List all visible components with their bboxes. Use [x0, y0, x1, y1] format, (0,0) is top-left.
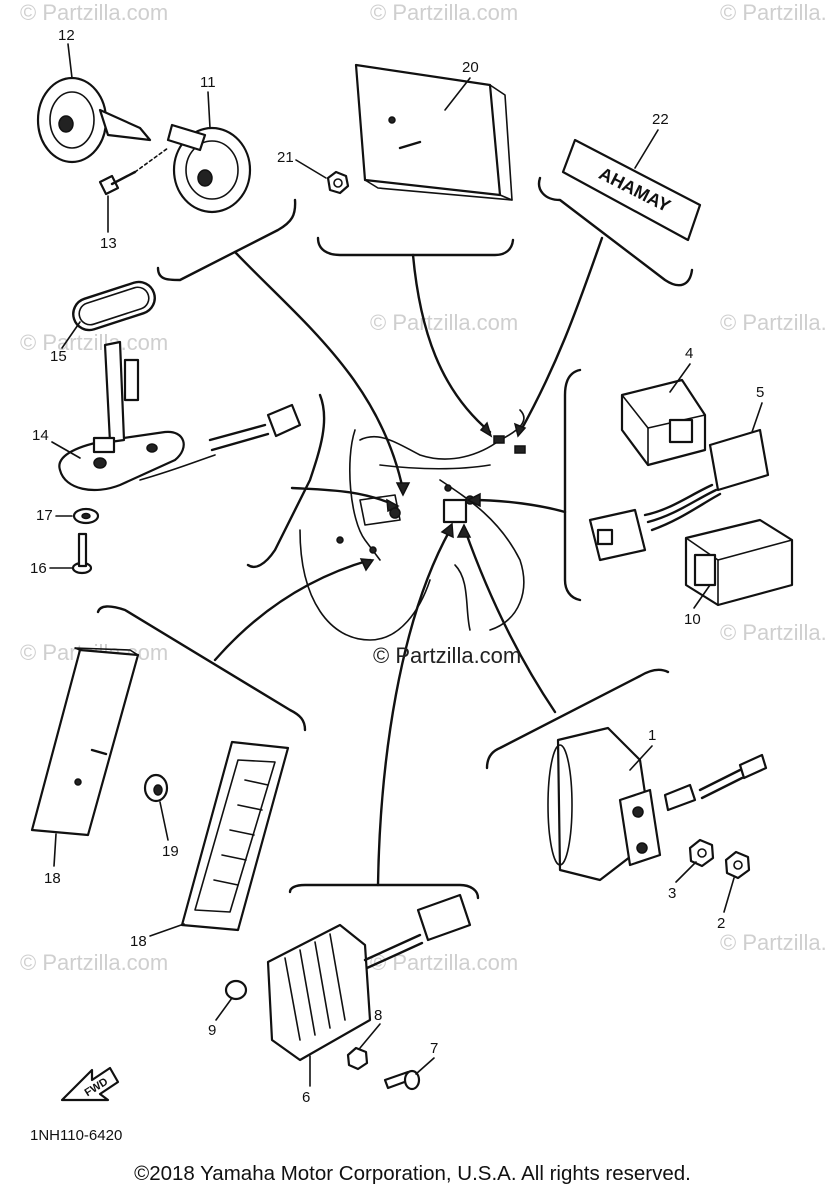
callout: 21 — [277, 149, 294, 166]
callout: 7 — [430, 1040, 438, 1057]
diagram-code: 1NH110-6420 — [30, 1127, 122, 1144]
callout: 11 — [200, 74, 216, 91]
callout: 5 — [756, 384, 764, 401]
callout: 6 — [302, 1089, 310, 1106]
watermarks: © Partzilla.com © Partzilla.com © Partzi… — [20, 0, 825, 975]
relay-10[interactable] — [684, 518, 794, 607]
gasket-15[interactable] — [69, 278, 159, 334]
copyright-notice: ©2018 Yamaha Motor Corporation, U.S.A. A… — [134, 1162, 691, 1185]
callout: 16 — [30, 560, 47, 577]
reflector-20[interactable] — [354, 63, 513, 201]
nut-3[interactable] — [688, 838, 715, 868]
forward-arrow-icon: FWD — [60, 1066, 120, 1102]
callout-leaders — [49, 43, 763, 1087]
watermark: © Partzilla.com — [370, 310, 518, 335]
arrowheads — [359, 421, 527, 572]
callout: 1 — [648, 727, 656, 744]
bolt-7[interactable] — [383, 1069, 421, 1091]
callout: 12 — [58, 27, 75, 44]
callout: 20 — [462, 59, 479, 76]
callout: 19 — [162, 843, 179, 860]
watermark: © Partzilla.com — [720, 930, 825, 955]
nut-8[interactable] — [346, 1046, 369, 1071]
watermark: © Partzilla.com — [720, 310, 825, 335]
nut-2[interactable] — [724, 850, 751, 880]
reflector-18-left[interactable] — [30, 647, 140, 837]
callout: 13 — [100, 235, 117, 252]
callout: 18 — [130, 933, 147, 950]
horn-11[interactable] — [166, 123, 252, 214]
callout: 8 — [374, 1007, 382, 1024]
group-brackets — [96, 176, 694, 900]
watermark: © Partzilla.com — [20, 330, 168, 355]
callout: 10 — [684, 611, 701, 628]
nut-21[interactable] — [326, 170, 350, 195]
fuel-sender-14[interactable] — [58, 340, 302, 492]
rectifier-6[interactable] — [266, 893, 472, 1062]
center-watermark: © Partzilla.com — [373, 643, 521, 668]
callout: 4 — [685, 345, 693, 362]
screw-16[interactable] — [71, 532, 93, 575]
connector-5[interactable] — [588, 428, 770, 562]
callout: 22 — [652, 111, 669, 128]
washer-17[interactable] — [72, 507, 100, 525]
callout: 14 — [32, 427, 49, 444]
callouts: 12 11 13 21 20 22 15 14 17 16 4 5 10 1 3… — [30, 27, 764, 1106]
motorcycle-outline — [299, 409, 526, 641]
starter-relay-1[interactable] — [547, 726, 768, 882]
relay-4[interactable] — [620, 378, 707, 467]
watermark: © Partzilla.com — [720, 0, 825, 25]
reflector-18-right[interactable] — [180, 740, 290, 932]
callout: 17 — [36, 507, 53, 524]
watermark: © Partzilla.com — [20, 0, 168, 25]
watermark: © Partzilla.com — [720, 620, 825, 645]
watermark: © Partzilla.com — [370, 950, 518, 975]
horn-12[interactable] — [36, 76, 152, 164]
collar-9[interactable] — [224, 979, 248, 1001]
callout: 9 — [208, 1022, 216, 1039]
watermark: © Partzilla.com — [20, 950, 168, 975]
callout: 18 — [44, 870, 61, 887]
watermark: © Partzilla.com — [370, 0, 518, 25]
callout: 3 — [668, 885, 676, 902]
grommet-19[interactable] — [143, 773, 169, 803]
bolt-13[interactable] — [98, 147, 169, 196]
callout: 15 — [50, 348, 67, 365]
callout: 2 — [717, 915, 725, 932]
emblem-22[interactable]: YAMAHA — [561, 138, 702, 242]
